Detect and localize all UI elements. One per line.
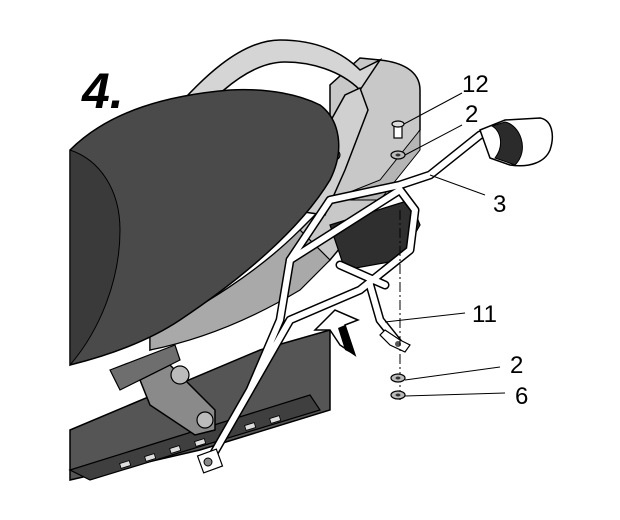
callout-2-bottom: 2: [510, 352, 523, 379]
step-number: 4.: [81, 63, 124, 119]
leader-lines: [384, 92, 506, 397]
screw-12: [391, 120, 405, 139]
seat: [69, 88, 340, 367]
footpeg-bracket: [109, 344, 216, 436]
nut-6: [390, 390, 406, 400]
callout-6: 6: [515, 383, 528, 410]
washer-2-top: [390, 150, 406, 160]
callout-3: 3: [493, 191, 506, 218]
turn-signal: [479, 117, 553, 167]
callout-2-top: 2: [465, 101, 478, 128]
callout-12: 12: [462, 71, 489, 98]
callout-11: 11: [472, 301, 497, 328]
washer-2-bottom: [390, 373, 406, 383]
insert-direction-arrow: [313, 309, 360, 357]
rack-lower-tab: [196, 448, 224, 474]
